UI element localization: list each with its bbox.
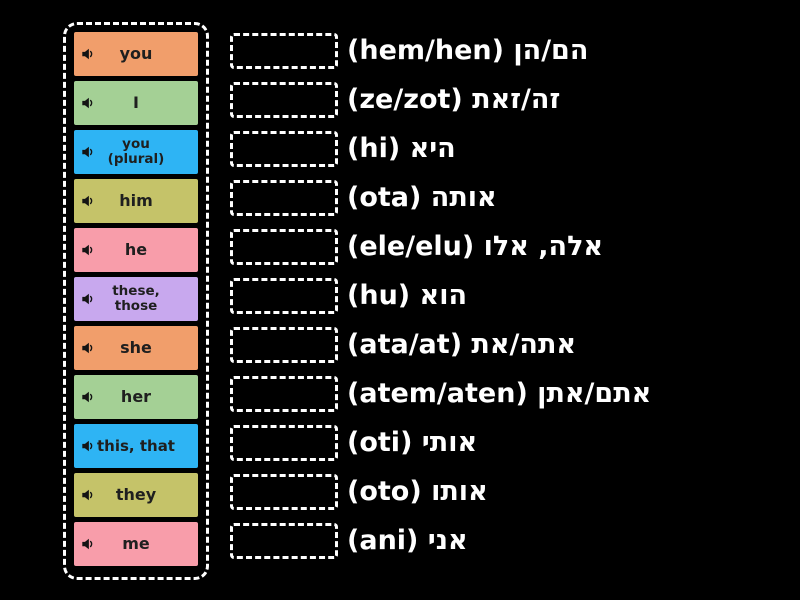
word-tile-label: her	[120, 387, 152, 407]
drop-slot[interactable]	[230, 33, 338, 69]
word-tile-i[interactable]: I	[74, 81, 198, 125]
answer-text: זה/זאת (ze/zot)	[347, 84, 561, 116]
answer-text: היא (hi)	[347, 133, 456, 165]
answer-text: אני (ani)	[347, 525, 468, 557]
match-row: אלה, אלו (ele/elu)	[230, 229, 651, 265]
speaker-icon[interactable]	[81, 243, 95, 257]
answer-text: אתם/אתן (atem/aten)	[347, 378, 652, 410]
drop-slot[interactable]	[230, 131, 338, 167]
answer-text: הוא (hu)	[347, 280, 468, 312]
word-tile-these-those[interactable]: these, those	[74, 277, 198, 321]
word-tile-you-plural[interactable]: you (plural)	[74, 130, 198, 174]
answer-text: הם/הן (hem/hen)	[347, 35, 589, 67]
speaker-icon[interactable]	[81, 390, 95, 404]
drop-slot[interactable]	[230, 425, 338, 461]
word-tile-she[interactable]: she	[74, 326, 198, 370]
drop-slot[interactable]	[230, 278, 338, 314]
word-tile-label: they	[115, 485, 157, 505]
word-tile-him[interactable]: him	[74, 179, 198, 223]
answer-text: אותי (oti)	[347, 427, 478, 459]
drop-slot[interactable]	[230, 82, 338, 118]
match-row: הם/הן (hem/hen)	[230, 33, 651, 69]
answer-text: אותה (ota)	[347, 182, 497, 214]
word-tile-me[interactable]: me	[74, 522, 198, 566]
speaker-icon[interactable]	[81, 96, 95, 110]
answer-text: אתה/את (ata/at)	[347, 329, 577, 361]
word-tile-label: these, those	[112, 282, 160, 314]
match-row: אתם/אתן (atem/aten)	[230, 376, 651, 412]
match-row: אותי (oti)	[230, 425, 651, 461]
drop-slot[interactable]	[230, 180, 338, 216]
word-tile-label: you (plural)	[107, 135, 165, 167]
drop-slot[interactable]	[230, 376, 338, 412]
speaker-icon[interactable]	[81, 292, 95, 306]
word-tile-label: he	[124, 240, 148, 260]
word-tile-label: me	[122, 534, 150, 554]
drop-slot[interactable]	[230, 229, 338, 265]
speaker-icon[interactable]	[81, 439, 95, 453]
speaker-icon[interactable]	[81, 47, 95, 61]
word-bank: you I you (plural) him he these, those s…	[63, 22, 209, 580]
match-row: אני (ani)	[230, 523, 651, 559]
match-row: זה/זאת (ze/zot)	[230, 82, 651, 118]
answer-text: אלה, אלו (ele/elu)	[347, 231, 604, 263]
match-row: הוא (hu)	[230, 278, 651, 314]
word-tile-this-that[interactable]: this, that	[74, 424, 198, 468]
match-row: אתה/את (ata/at)	[230, 327, 651, 363]
drop-slot[interactable]	[230, 474, 338, 510]
drop-slot[interactable]	[230, 523, 338, 559]
word-tile-label: I	[133, 93, 139, 113]
word-tile-he[interactable]: he	[74, 228, 198, 272]
speaker-icon[interactable]	[81, 145, 95, 159]
word-tile-her[interactable]: her	[74, 375, 198, 419]
speaker-icon[interactable]	[81, 537, 95, 551]
speaker-icon[interactable]	[81, 488, 95, 502]
match-row: אותו (oto)	[230, 474, 651, 510]
match-row: היא (hi)	[230, 131, 651, 167]
answer-text: אותו (oto)	[347, 476, 488, 508]
word-tile-label: this, that	[97, 436, 175, 455]
word-tile-they[interactable]: they	[74, 473, 198, 517]
speaker-icon[interactable]	[81, 341, 95, 355]
word-tile-you[interactable]: you	[74, 32, 198, 76]
drop-slot[interactable]	[230, 327, 338, 363]
word-tile-label: she	[120, 338, 152, 358]
match-list: הם/הן (hem/hen) זה/זאת (ze/zot) היא (hi)…	[230, 33, 651, 572]
match-row: אותה (ota)	[230, 180, 651, 216]
word-tile-label: him	[119, 191, 153, 211]
word-tile-label: you	[119, 44, 153, 64]
speaker-icon[interactable]	[81, 194, 95, 208]
